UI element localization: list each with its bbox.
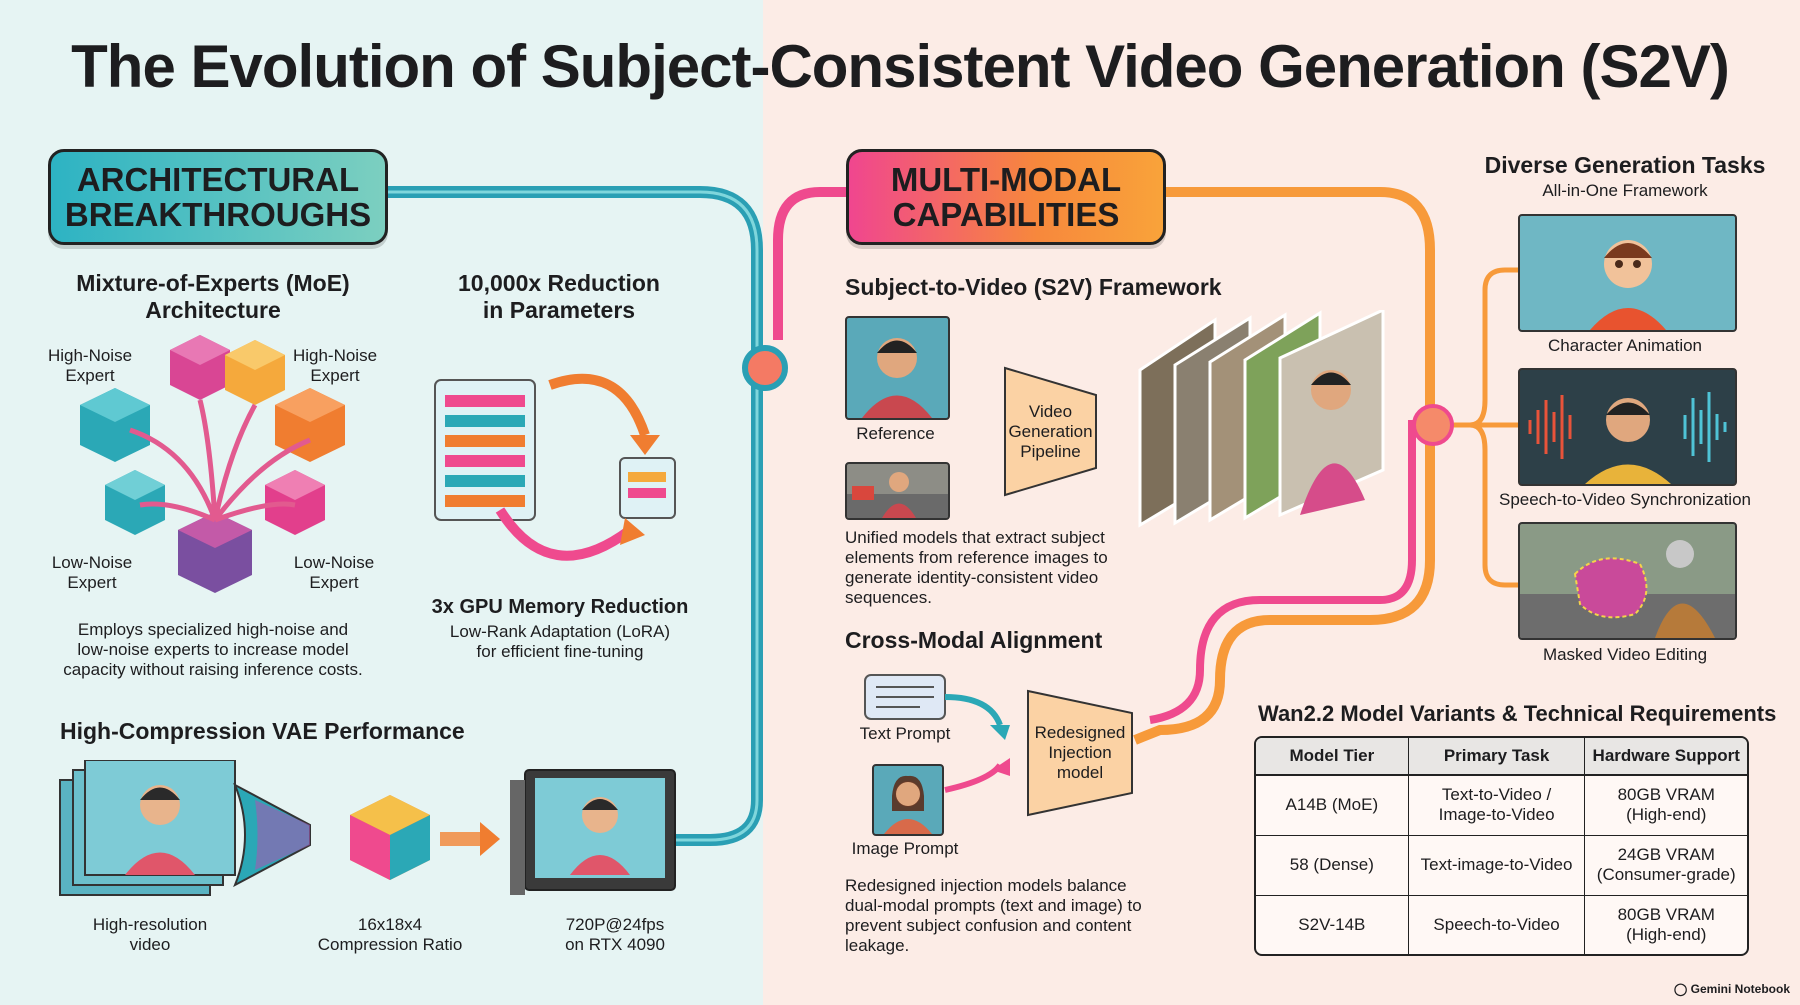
cube-icon bbox=[225, 340, 285, 405]
latent-cube-icon bbox=[350, 795, 430, 880]
text-prompt-label: Text Prompt bbox=[859, 724, 951, 743]
gemini-logo-icon: ◯ bbox=[1673, 982, 1691, 996]
gpu-memory-reduction-title: 3x GPU Memory Reduction bbox=[431, 596, 689, 618]
image-prompt-label: Image Prompt bbox=[851, 839, 959, 858]
cube-icon bbox=[178, 512, 252, 593]
table-cell: 80GB VRAM(High-end) bbox=[1584, 894, 1747, 954]
injection-model-box bbox=[1027, 689, 1133, 817]
table-cell: 80GB VRAM(High-end) bbox=[1584, 774, 1747, 836]
table-cell: Text-image-to-Video bbox=[1408, 834, 1586, 896]
variants-title: Wan2.2 Model Variants & Technical Requir… bbox=[1258, 701, 1777, 726]
reference-label: Reference bbox=[856, 424, 935, 443]
compression-funnel-icon bbox=[233, 782, 311, 888]
cube-icon bbox=[170, 335, 230, 400]
table-cell: S2V-14B bbox=[1256, 894, 1409, 954]
table-cell: 24GB VRAM(Consumer-grade) bbox=[1584, 834, 1747, 896]
cross-modal-title: Cross-Modal Alignment bbox=[845, 627, 1103, 653]
lora-description: Low-Rank Adaptation (LoRA)for efficient … bbox=[449, 622, 671, 661]
column-header: Primary Task bbox=[1408, 738, 1586, 776]
speech-to-video-image bbox=[1518, 368, 1737, 486]
small-model-block-icon bbox=[619, 457, 676, 519]
table-row: 58 (Dense) Text-image-to-Video 24GB VRAM… bbox=[1256, 834, 1747, 896]
column-header: Hardware Support bbox=[1584, 738, 1747, 776]
moe-title: Mixture-of-Experts (MoE)Architecture bbox=[76, 270, 350, 323]
arrow-right-icon bbox=[440, 822, 500, 856]
table-cell: Speech-to-Video bbox=[1408, 894, 1586, 954]
diverse-tasks-subtitle: All-in-One Framework bbox=[1542, 181, 1708, 200]
speech-to-video-label: Speech-to-Video Synchronization bbox=[1498, 490, 1751, 509]
page-title: The Evolution of Subject-Consistent Vide… bbox=[71, 33, 1730, 100]
table-cell: Text-to-Video /Image-to-Video bbox=[1408, 774, 1586, 836]
reference-scene-image bbox=[845, 462, 950, 520]
image-prompt-portrait bbox=[872, 764, 944, 836]
table-row: S2V-14B Speech-to-Video 80GB VRAM(High-e… bbox=[1256, 894, 1747, 954]
vae-title: High-Compression VAE Performance bbox=[60, 718, 465, 744]
cube-icon bbox=[105, 470, 165, 535]
gpu-card-icon bbox=[510, 769, 676, 895]
masked-video-editing-label: Masked Video Editing bbox=[1542, 645, 1708, 664]
s2v-framework-title: Subject-to-Video (S2V) Framework bbox=[845, 274, 1222, 300]
cube-icon bbox=[275, 388, 345, 462]
generated-video-frames bbox=[1138, 310, 1385, 528]
vae-pipeline-illustration bbox=[59, 760, 676, 896]
video-generation-pipeline-box bbox=[1004, 366, 1097, 497]
video-frames-icon bbox=[59, 760, 236, 896]
table-row: A14B (MoE) Text-to-Video /Image-to-Video… bbox=[1256, 774, 1747, 836]
parameter-reduction-illustration bbox=[434, 373, 676, 561]
large-model-block-icon bbox=[434, 379, 536, 521]
footer-brand: ◯ Gemini Notebook bbox=[1673, 982, 1790, 996]
table-cell: A14B (MoE) bbox=[1256, 774, 1409, 836]
text-document-icon bbox=[864, 674, 946, 720]
table-cell: 58 (Dense) bbox=[1256, 834, 1409, 896]
masked-video-editing-image bbox=[1518, 522, 1737, 640]
character-animation-image bbox=[1518, 214, 1737, 332]
cross-modal-illustration bbox=[864, 674, 1010, 793]
cube-icon bbox=[80, 388, 150, 462]
character-animation-label: Character Animation bbox=[1547, 336, 1703, 355]
table-header-row: Model Tier Primary Task Hardware Support bbox=[1256, 738, 1747, 776]
model-variants-table: Model Tier Primary Task Hardware Support… bbox=[1254, 736, 1749, 956]
moe-cubes-illustration bbox=[80, 335, 345, 593]
reference-portrait-image bbox=[845, 316, 950, 420]
column-header: Model Tier bbox=[1256, 738, 1409, 776]
diverse-tasks-title: Diverse Generation Tasks bbox=[1484, 152, 1766, 178]
